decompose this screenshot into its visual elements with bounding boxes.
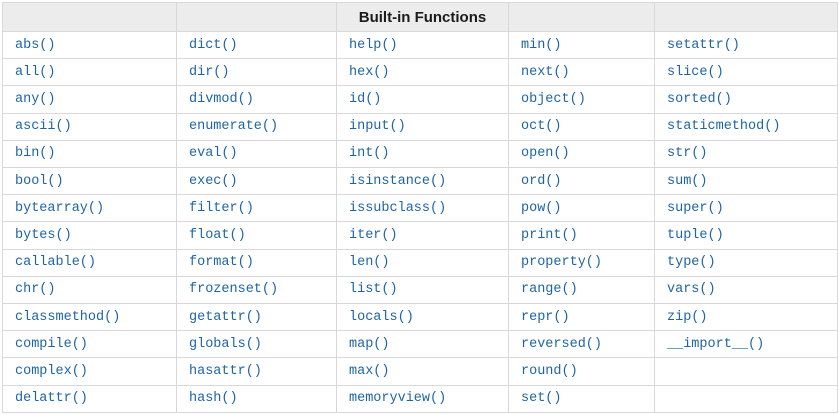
function-link-memoryview[interactable]: memoryview() <box>336 384 509 414</box>
function-link-any[interactable]: any() <box>2 85 177 114</box>
header-row: Built-in Functions <box>2 2 838 32</box>
function-link-dict[interactable]: dict() <box>176 30 337 60</box>
function-link-isinstance[interactable]: isinstance() <box>336 167 509 196</box>
function-link-property[interactable]: property() <box>508 248 655 277</box>
table-body: abs()dict()help()min()setattr()all()dir(… <box>2 30 838 414</box>
function-link-dir[interactable]: dir() <box>176 58 337 87</box>
table-row: complex()hasattr()max()round() <box>2 357 838 386</box>
empty-cell <box>654 357 838 386</box>
function-link-chr[interactable]: chr() <box>2 275 177 305</box>
function-link-set[interactable]: set() <box>508 384 655 414</box>
header-cell-empty-5 <box>654 2 838 32</box>
function-link-delattr[interactable]: delattr() <box>2 384 177 414</box>
function-link-ord[interactable]: ord() <box>508 167 655 196</box>
function-link-bytes[interactable]: bytes() <box>2 221 177 250</box>
function-link-frozenset[interactable]: frozenset() <box>176 275 337 305</box>
table-row: classmethod()getattr()locals()repr()zip(… <box>2 303 838 332</box>
function-link-float[interactable]: float() <box>176 221 337 250</box>
function-link-repr[interactable]: repr() <box>508 303 655 332</box>
function-link-ascii[interactable]: ascii() <box>2 112 177 141</box>
function-link-int[interactable]: int() <box>336 139 509 169</box>
function-link-complex[interactable]: complex() <box>2 357 177 386</box>
function-link-open[interactable]: open() <box>508 139 655 169</box>
function-link-hasattr[interactable]: hasattr() <box>176 357 337 386</box>
table-row: callable()format()len()property()type() <box>2 248 838 277</box>
function-link-hash[interactable]: hash() <box>176 384 337 414</box>
table-row: all()dir()hex()next()slice() <box>2 58 838 87</box>
table-row: bytearray()filter()issubclass()pow()supe… <box>2 194 838 223</box>
table-row: bool()exec()isinstance()ord()sum() <box>2 167 838 196</box>
function-link-print[interactable]: print() <box>508 221 655 250</box>
function-link-globals[interactable]: globals() <box>176 330 337 359</box>
function-link-hex[interactable]: hex() <box>336 58 509 87</box>
header-cell-empty-4 <box>508 2 655 32</box>
function-link-len[interactable]: len() <box>336 248 509 277</box>
function-link-list[interactable]: list() <box>336 275 509 305</box>
function-link-oct[interactable]: oct() <box>508 112 655 141</box>
function-link-exec[interactable]: exec() <box>176 167 337 196</box>
function-link-min[interactable]: min() <box>508 30 655 60</box>
function-link-input[interactable]: input() <box>336 112 509 141</box>
function-link-locals[interactable]: locals() <box>336 303 509 332</box>
function-link-bin[interactable]: bin() <box>2 139 177 169</box>
function-link-id[interactable]: id() <box>336 85 509 114</box>
function-link-getattr[interactable]: getattr() <box>176 303 337 332</box>
table-row: compile()globals()map()reversed()__impor… <box>2 330 838 359</box>
function-link-sorted[interactable]: sorted() <box>654 85 838 114</box>
function-link-format[interactable]: format() <box>176 248 337 277</box>
function-link-iter[interactable]: iter() <box>336 221 509 250</box>
table-row: ascii()enumerate()input()oct()staticmeth… <box>2 112 838 141</box>
function-link-tuple[interactable]: tuple() <box>654 221 838 250</box>
function-link-callable[interactable]: callable() <box>2 248 177 277</box>
function-link-import[interactable]: __import__() <box>654 330 838 359</box>
table-title: Built-in Functions <box>336 2 509 32</box>
function-link-reversed[interactable]: reversed() <box>508 330 655 359</box>
table-row: abs()dict()help()min()setattr() <box>2 30 838 60</box>
header-cell-empty-1 <box>2 2 177 32</box>
function-link-staticmethod[interactable]: staticmethod() <box>654 112 838 141</box>
function-link-map[interactable]: map() <box>336 330 509 359</box>
function-link-type[interactable]: type() <box>654 248 838 277</box>
function-link-eval[interactable]: eval() <box>176 139 337 169</box>
function-link-zip[interactable]: zip() <box>654 303 838 332</box>
header-cell-empty-2 <box>176 2 337 32</box>
function-link-sum[interactable]: sum() <box>654 167 838 196</box>
function-link-issubclass[interactable]: issubclass() <box>336 194 509 223</box>
empty-cell <box>654 384 838 414</box>
function-link-compile[interactable]: compile() <box>2 330 177 359</box>
function-link-divmod[interactable]: divmod() <box>176 85 337 114</box>
function-link-abs[interactable]: abs() <box>2 30 177 60</box>
function-link-range[interactable]: range() <box>508 275 655 305</box>
function-link-all[interactable]: all() <box>2 58 177 87</box>
function-link-pow[interactable]: pow() <box>508 194 655 223</box>
table-row: chr()frozenset()list()range()vars() <box>2 275 838 305</box>
table-row: bytes()float()iter()print()tuple() <box>2 221 838 250</box>
function-link-object[interactable]: object() <box>508 85 655 114</box>
function-link-next[interactable]: next() <box>508 58 655 87</box>
function-link-help[interactable]: help() <box>336 30 509 60</box>
function-link-max[interactable]: max() <box>336 357 509 386</box>
function-link-enumerate[interactable]: enumerate() <box>176 112 337 141</box>
table-row: delattr()hash()memoryview()set() <box>2 384 838 414</box>
function-link-classmethod[interactable]: classmethod() <box>2 303 177 332</box>
table-row: bin()eval()int()open()str() <box>2 139 838 169</box>
function-link-vars[interactable]: vars() <box>654 275 838 305</box>
function-link-str[interactable]: str() <box>654 139 838 169</box>
function-link-bytearray[interactable]: bytearray() <box>2 194 177 223</box>
function-link-filter[interactable]: filter() <box>176 194 337 223</box>
function-link-setattr[interactable]: setattr() <box>654 30 838 60</box>
function-link-round[interactable]: round() <box>508 357 655 386</box>
table-row: any()divmod()id()object()sorted() <box>2 85 838 114</box>
function-link-super[interactable]: super() <box>654 194 838 223</box>
function-link-bool[interactable]: bool() <box>2 167 177 196</box>
table-header: Built-in Functions <box>2 2 838 32</box>
function-link-slice[interactable]: slice() <box>654 58 838 87</box>
